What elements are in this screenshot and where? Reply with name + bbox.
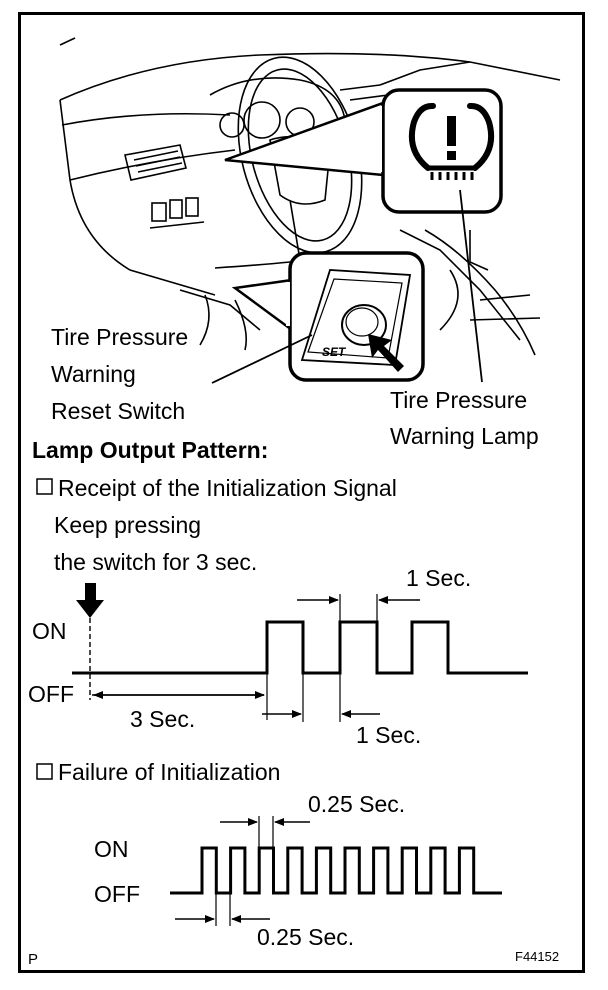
pattern2-signal-waveform <box>170 846 502 895</box>
svg-text:Tire Pressure: Tire Pressure <box>390 387 527 413</box>
pattern1-dim-3sec: 3 Sec. <box>92 673 268 732</box>
svg-text:1 Sec.: 1 Sec. <box>356 722 421 748</box>
reset-switch-button <box>341 304 387 346</box>
reset-switch-callout: SET <box>231 251 425 382</box>
figure-code: F44152 <box>515 949 559 964</box>
pattern1-instruction-line1: Keep pressing <box>54 512 201 538</box>
svg-text:Reset Switch: Reset Switch <box>51 398 185 424</box>
tire-pressure-warning-icon <box>408 102 495 180</box>
pattern1-checkbox <box>36 478 53 495</box>
reset-switch-label: Tire Pressure Warning Reset Switch <box>51 324 188 424</box>
svg-text:0.25 Sec.: 0.25 Sec. <box>257 924 354 950</box>
pattern2-on-label: ON <box>94 836 129 862</box>
pattern1-instruction-line2: the switch for 3 sec. <box>54 549 257 575</box>
figure-frame <box>18 12 585 973</box>
pattern2-off-label: OFF <box>94 881 140 907</box>
pattern1-signal-waveform <box>72 620 528 675</box>
warning-lamp-label: Tire Pressure Warning Lamp <box>390 387 539 449</box>
warning-lamp-callout <box>224 88 503 214</box>
pattern1-off-label: OFF <box>28 681 74 707</box>
section-title: Lamp Output Pattern: <box>32 437 268 463</box>
pattern2-checkbox <box>36 763 53 780</box>
svg-text:Warning: Warning <box>51 361 136 387</box>
svg-text:Warning Lamp: Warning Lamp <box>390 423 539 449</box>
pattern2-dim-on: 0.25 Sec. <box>220 791 405 848</box>
svg-text:1 Sec.: 1 Sec. <box>406 565 471 591</box>
pattern1-on-label: ON <box>32 618 67 644</box>
pattern1-dim-off: 1 Sec. <box>262 673 421 748</box>
warning-lamp-leader <box>459 189 483 383</box>
footer-left-code: P <box>28 951 38 968</box>
press-down-arrow-icon <box>76 583 104 618</box>
pattern1-heading: Receipt of the Initialization Signal <box>58 475 397 501</box>
press-arrow-icon <box>368 334 404 372</box>
pattern2-dim-off: 0.25 Sec. <box>175 893 354 950</box>
pattern2-heading: Failure of Initialization <box>58 759 280 785</box>
svg-text:Tire Pressure: Tire Pressure <box>51 324 188 350</box>
svg-text:3 Sec.: 3 Sec. <box>130 706 195 732</box>
reset-switch-leader <box>211 334 313 384</box>
pattern1-dim-on: 1 Sec. <box>297 565 471 622</box>
switch-badge-text: SET <box>322 345 347 359</box>
svg-text:0.25 Sec.: 0.25 Sec. <box>308 791 405 817</box>
